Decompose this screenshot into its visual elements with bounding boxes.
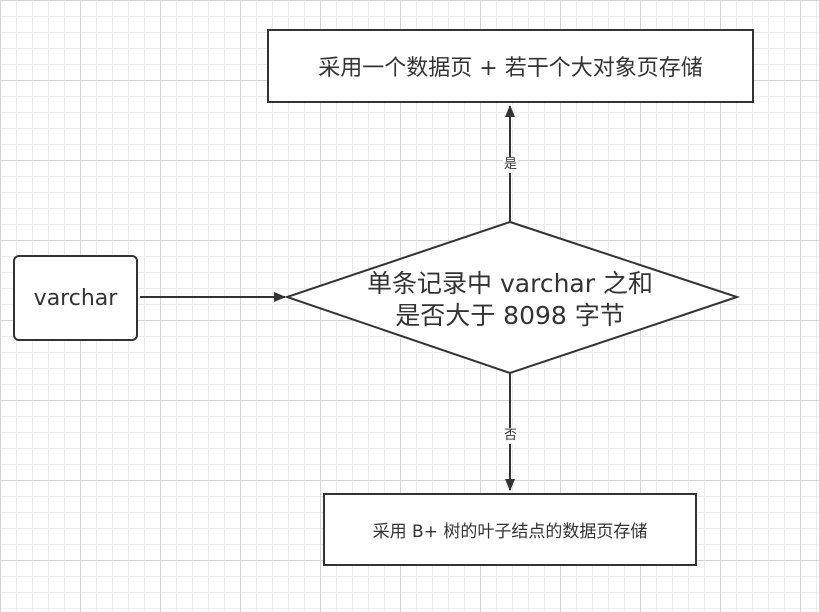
node-large-object-storage[interactable]: 采用一个数据页 + 若干个大对象页存储 (267, 29, 754, 103)
decision-label-line2: 是否大于 8098 字节 (395, 301, 625, 330)
decision-label-line1: 单条记录中 varchar 之和 (367, 269, 653, 298)
node-leaf-page-storage[interactable]: 采用 B+ 树的叶子结点的数据页存储 (323, 493, 697, 566)
edge-label-yes: 是 (503, 157, 519, 173)
edge-label-no: 否 (503, 428, 519, 444)
node-large-object-storage-label: 采用一个数据页 + 若干个大对象页存储 (318, 56, 703, 81)
node-varchar-label: varchar (33, 285, 118, 311)
node-varchar[interactable]: varchar (13, 255, 138, 341)
node-leaf-page-storage-label: 采用 B+ 树的叶子结点的数据页存储 (372, 522, 648, 542)
decision-label: 单条记录中 varchar 之和 是否大于 8098 字节 (290, 262, 730, 338)
